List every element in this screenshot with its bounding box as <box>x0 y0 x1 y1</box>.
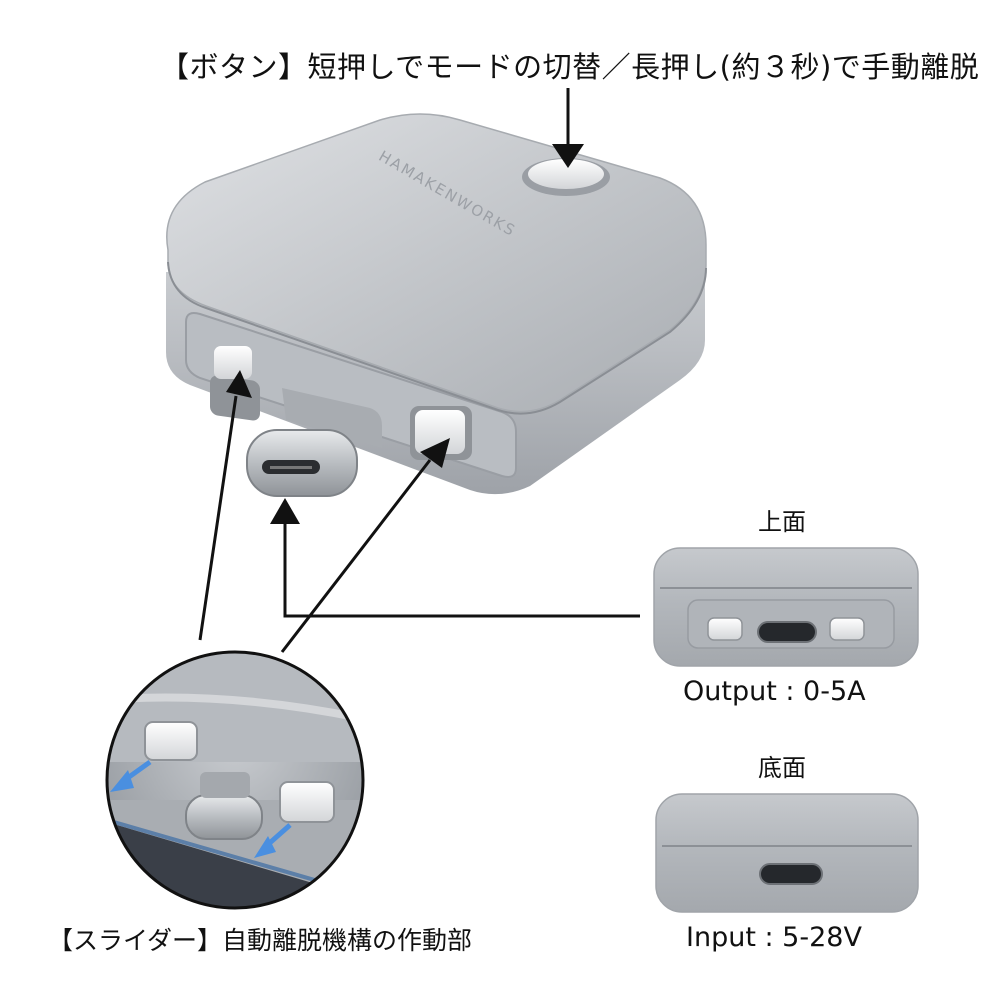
top-view-usb-c <box>757 621 817 643</box>
closeup-right-slider <box>279 781 335 823</box>
bottom-view-heading: 底面 <box>758 754 806 782</box>
plug-collar <box>282 388 382 448</box>
top-view <box>653 547 919 667</box>
left-slider-arrow-line <box>198 395 238 641</box>
closeup-plug <box>185 794 263 840</box>
button-callout-label: 【ボタン】短押しでモードの切替／長押し(約３秒)で手動離脱 <box>160 50 980 84</box>
right-slider-arrow-line <box>280 459 432 653</box>
output-spec: Output : 0-5A <box>683 676 866 707</box>
top-view-heading: 上面 <box>758 508 806 536</box>
closeup-frame <box>105 650 365 910</box>
right-slider[interactable] <box>415 410 465 454</box>
right-slider-arrow-head <box>420 438 450 468</box>
top-view-right-slider <box>829 617 865 641</box>
input-spec: Input : 5-28V <box>686 922 862 953</box>
bottom-view-usb-c <box>759 863 823 885</box>
mode-button[interactable] <box>528 159 604 189</box>
callout-arrows <box>198 88 640 653</box>
bottom-view <box>655 793 919 913</box>
slider-closeup <box>105 650 365 910</box>
main-device: HAMAKENWORKS <box>166 113 707 497</box>
top-view-left-slider <box>707 617 743 641</box>
slider-callout-label: 【スライダー】自動離脱機構の作動部 <box>48 926 473 955</box>
output-arrow-line <box>283 522 640 618</box>
output-arrow-head <box>270 498 300 524</box>
left-slider[interactable] <box>214 346 252 379</box>
closeup-left-slider <box>144 721 198 761</box>
left-slider-arrow-head <box>226 370 252 398</box>
button-arrow-head <box>552 144 584 168</box>
